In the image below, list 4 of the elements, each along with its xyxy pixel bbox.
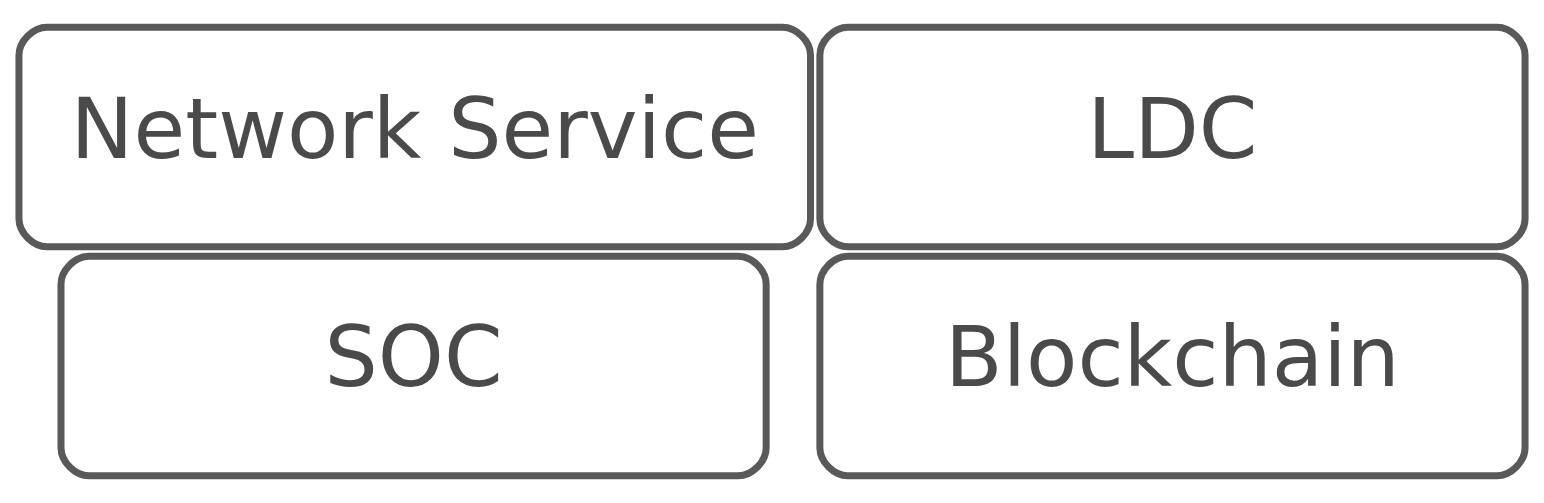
node-box: SOC (57, 252, 770, 480)
node-box: Blockchain (816, 252, 1529, 480)
node-box: Network Service (15, 23, 815, 251)
node-box: LDC (816, 23, 1529, 251)
